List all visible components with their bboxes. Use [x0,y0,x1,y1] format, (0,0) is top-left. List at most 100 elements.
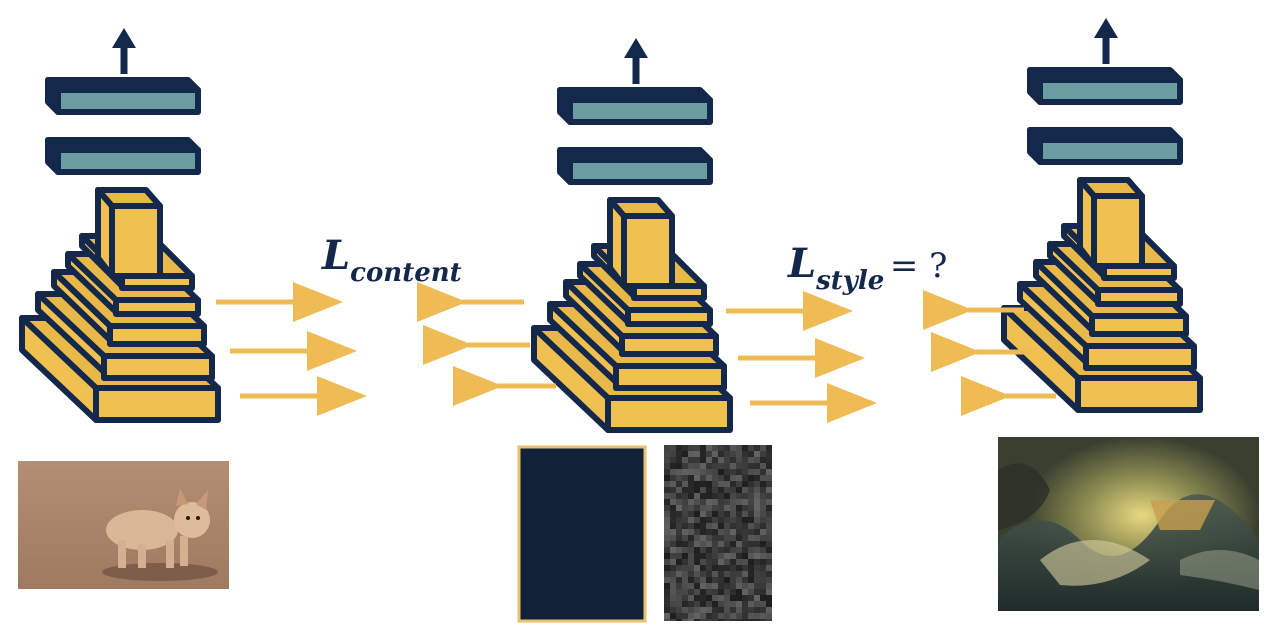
noise-cell [718,493,724,499]
noise-cell [694,553,700,559]
noise-cell [718,481,724,487]
noise-cell [736,487,742,493]
noise-cell [682,619,688,621]
noise-cell [760,559,766,565]
noise-cell [670,571,676,577]
noise-cell [724,565,730,571]
noise-cell [664,547,670,553]
noise-cell [682,541,688,547]
noise-cell [706,475,712,481]
noise-cell [724,583,730,589]
noise-cell [676,517,682,523]
noise-cell [676,613,682,619]
noise-cell [712,553,718,559]
noise-cell [754,505,760,511]
noise-cell [688,541,694,547]
noise-cell [730,469,736,475]
noise-cell [766,571,772,577]
noise-cell [742,619,748,621]
network-left [22,28,218,420]
noise-cell [712,523,718,529]
noise-cell [730,535,736,541]
noise-cell [718,553,724,559]
noise-cell [694,529,700,535]
noise-cell [718,565,724,571]
noise-cell [748,487,754,493]
noise-cell [670,613,676,619]
noise-cell [736,529,742,535]
noise-cell [700,475,706,481]
noise-cell [736,517,742,523]
noise-cell [766,583,772,589]
noise-cell [748,523,754,529]
dark-panel [517,445,647,623]
noise-cell [688,535,694,541]
noise-cell [724,559,730,565]
noise-cell [754,547,760,553]
noise-cell [718,523,724,529]
noise-cell [712,445,718,451]
noise-cell [748,517,754,523]
noise-cell [724,499,730,505]
noise-cell [712,607,718,613]
noise-cell [736,589,742,595]
noise-cell [682,499,688,505]
noise-cell [670,493,676,499]
noise-cell [766,595,772,601]
noise-cell [766,451,772,457]
noise-cell [724,523,730,529]
noise-cell [706,583,712,589]
noise-cell [742,601,748,607]
noise-cell [742,523,748,529]
noise-image [664,445,772,621]
noise-cell [712,619,718,621]
noise-cell [664,499,670,505]
noise-cell [718,529,724,535]
noise-cell [700,481,706,487]
noise-cell [724,571,730,577]
noise-cell [706,607,712,613]
noise-cell [712,517,718,523]
noise-cell [712,595,718,601]
noise-cell [724,577,730,583]
noise-cell [748,619,754,621]
noise-cell [730,475,736,481]
noise-cell [706,463,712,469]
noise-cell [730,571,736,577]
noise-cell [718,475,724,481]
noise-cell [760,493,766,499]
noise-cell [736,499,742,505]
noise-cell [730,547,736,553]
noise-cell [664,565,670,571]
noise-cell [760,517,766,523]
noise-cell [700,619,706,621]
noise-cell [736,553,742,559]
noise-cell [676,499,682,505]
noise-cell [688,577,694,583]
noise-cell [706,499,712,505]
noise-cell [694,601,700,607]
noise-cell [706,619,712,621]
noise-cell [676,577,682,583]
noise-cell [742,475,748,481]
noise-cell [706,601,712,607]
noise-cell [736,445,742,451]
noise-cell [748,613,754,619]
noise-cell [688,553,694,559]
noise-cell [682,577,688,583]
noise-cell [730,481,736,487]
noise-cell [682,571,688,577]
noise-cell [682,547,688,553]
noise-cell [742,541,748,547]
noise-cell [670,583,676,589]
network-right [1004,18,1200,410]
noise-cell [700,487,706,493]
noise-cell [742,463,748,469]
noise-cell [736,559,742,565]
noise-cell [688,451,694,457]
noise-cell [748,475,754,481]
noise-cell [766,517,772,523]
noise-cell [682,475,688,481]
noise-cell [676,445,682,451]
noise-cell [706,589,712,595]
